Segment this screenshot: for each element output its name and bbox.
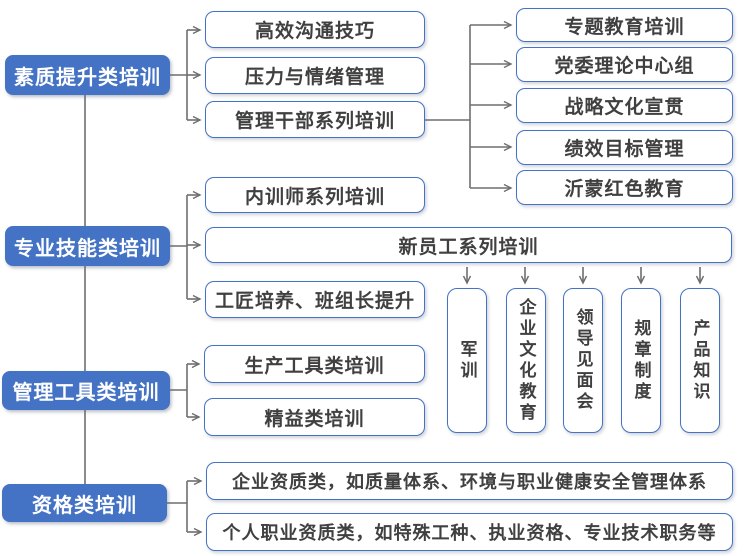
node-communication-skills: 高效沟通技巧 xyxy=(205,11,425,48)
node-production-tools-training: 生产工具类培训 xyxy=(204,345,425,383)
node-lean-training: 精益类培训 xyxy=(204,398,425,436)
node-stress-emotion-management: 压力与情绪管理 xyxy=(205,57,425,94)
node-yimeng-red-education: 沂蒙红色教育 xyxy=(516,170,733,205)
node-craftsman-teamleader: 工匠培养、班组长提升 xyxy=(205,281,425,318)
node-enterprise-qualification: 企业资质类，如质量体系、环境与职业健康安全管理体系 xyxy=(206,462,733,500)
node-personal-qualification: 个人职业资质类，如特殊工种、执业资格、专业技术职务等 xyxy=(206,513,733,551)
category-tools-training: 管理工具类培训 xyxy=(2,371,170,410)
node-strategy-culture: 战略文化宣贯 xyxy=(516,88,733,123)
node-management-cadre-training: 管理干部系列培训 xyxy=(205,101,425,138)
node-leadership-meeting: 领导见面会 xyxy=(563,288,603,433)
category-qualification-training: 资格类培训 xyxy=(2,484,167,522)
node-new-employee-training: 新员工系列培训 xyxy=(205,227,732,263)
node-party-theory-group: 党委理论中心组 xyxy=(516,47,733,82)
node-rules-regulations: 规章制度 xyxy=(621,288,661,433)
node-performance-target: 绩效目标管理 xyxy=(516,130,733,165)
category-quality-training: 素质提升类培训 xyxy=(5,55,170,95)
node-internal-trainer-training: 内训师系列培训 xyxy=(205,177,425,213)
node-military-training: 军训 xyxy=(447,288,487,433)
node-corporate-culture-education: 企业文化教育 xyxy=(506,288,546,433)
node-special-education-training: 专题教育培训 xyxy=(516,8,733,42)
category-skills-training: 专业技能类培训 xyxy=(5,226,170,266)
node-product-knowledge: 产品知识 xyxy=(680,288,720,433)
